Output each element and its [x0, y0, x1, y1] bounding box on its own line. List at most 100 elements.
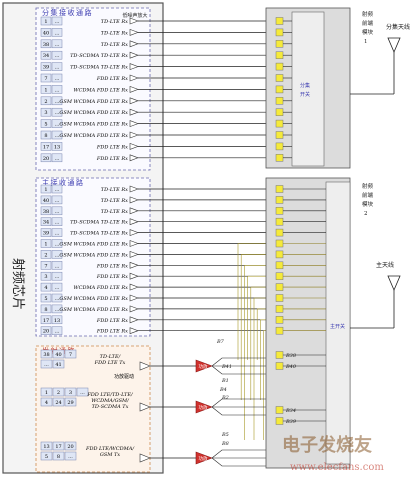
band-number: 4 [44, 285, 47, 291]
rx-row: 7...FDD LTE Rx [40, 261, 139, 270]
band-number: 40 [55, 352, 61, 358]
band-cell [40, 195, 52, 205]
band-number: 2 [44, 252, 47, 258]
lna-symbol [129, 74, 139, 82]
band-cell [52, 349, 65, 359]
rx-label: FDD LTE Rx [96, 318, 128, 324]
rx-label: GSM WCDMA FDD LTE Rx [59, 307, 128, 313]
band-number: 17 [43, 144, 49, 150]
pa-driver-symbol [139, 402, 151, 412]
svg-text:射频: 射频 [362, 182, 374, 190]
rx-row: 1...TD-LTE Rx [40, 16, 139, 26]
switch-port [275, 97, 284, 105]
rx-label: FDD LTE Rx [96, 144, 128, 150]
tx-fanout-wire [211, 449, 276, 459]
rx-row: 40...TD-LTE Rx [40, 195, 139, 205]
switch-port [275, 51, 284, 59]
band-number: ... [44, 362, 49, 368]
module-1-label: 射频 前端 模块 1 [362, 10, 374, 45]
tx-fanout-wire [211, 357, 276, 367]
band-cell [64, 397, 77, 407]
lna-symbol [129, 131, 139, 139]
band-number: 8 [57, 454, 60, 460]
tx-fanout-wire [211, 398, 276, 408]
band-cell [40, 62, 52, 71]
rx-row: 34...TD-SCDMA TD-LTE Rx [40, 217, 139, 226]
band-number: ... [55, 133, 60, 139]
band-number: ... [55, 209, 60, 215]
band-cell [51, 250, 63, 259]
band-number: 40 [43, 30, 49, 36]
tx-band-label: B7 [216, 339, 225, 345]
band-number: 3 [69, 390, 72, 396]
band-number: 4 [45, 400, 48, 406]
rx-row: 1...WCDMA FDD LTE Rx [40, 85, 139, 94]
band-number: 3 [44, 274, 47, 280]
tx-band-label: B41 [221, 364, 232, 370]
band-number: ... [55, 156, 60, 162]
lna-symbol [129, 120, 139, 128]
switch-port [275, 316, 284, 324]
filter-port [275, 362, 284, 370]
switch-port [275, 250, 284, 259]
switch-port [275, 207, 284, 215]
switch-port [275, 85, 284, 94]
band-cell [51, 282, 63, 292]
band-number: 7 [44, 263, 47, 269]
duplexer-filters [275, 351, 326, 425]
band-number: 38 [43, 42, 49, 48]
band-number: ... [55, 220, 60, 226]
band-number: ... [55, 42, 60, 48]
tx-label: FDD LTE/TD-LTE/ [86, 392, 134, 398]
band-cell [40, 441, 53, 451]
lna-symbol [129, 40, 139, 48]
diversity-rx-title: 分集接收通路 [42, 8, 93, 17]
rx-label: TD-SCDMA TD-LTE Rx [70, 65, 128, 71]
band-cell [51, 28, 63, 37]
band-cell [40, 50, 52, 60]
rx-label: TD-LTE Rx [101, 198, 128, 204]
band-number: ... [55, 329, 60, 335]
watermark-url: www.elecfans.com [290, 462, 384, 473]
band-number: 8 [44, 307, 47, 313]
lna-symbol [129, 196, 139, 204]
band-cell [51, 73, 63, 83]
lna-symbol [129, 294, 139, 302]
svg-text:2: 2 [364, 211, 368, 217]
rx-row: 5...GSM WCDMA FDD LTE Rx [40, 293, 139, 303]
lna-symbol [129, 207, 139, 215]
pa-label: 功放 [199, 363, 208, 370]
band-number: 5 [44, 296, 47, 302]
band-number: 20 [43, 156, 49, 162]
rx-label: GSM WCDMA FDD LTE Rx [59, 110, 128, 116]
band-cell [40, 282, 52, 292]
tx-band-label: B2 [221, 395, 229, 401]
rx-row: 40...TD-LTE Rx [40, 28, 139, 37]
band-cell [40, 73, 52, 83]
switch-port [275, 185, 284, 193]
band-cell [51, 271, 63, 281]
switch-port [275, 217, 284, 226]
band-number: 20 [43, 329, 49, 335]
band-cell [51, 50, 63, 60]
lna-symbol [129, 218, 139, 226]
band-number: 13 [43, 444, 49, 450]
band-cell [51, 153, 63, 163]
band-number: 2 [44, 99, 47, 105]
band-number: ... [55, 110, 60, 116]
band-number: ... [55, 65, 60, 71]
band-cell [51, 195, 63, 205]
svg-text:开关: 开关 [300, 91, 310, 98]
band-number: 8 [44, 133, 47, 139]
lna-symbol [129, 240, 139, 247]
band-number: 1 [45, 390, 48, 396]
diversity-antenna-label: 分集天线 [386, 23, 410, 31]
tx-band-label: B8 [221, 441, 229, 447]
rx-label: GSM WCDMA FDD LTE Rx [59, 99, 128, 105]
rx-label: FDD LTE Rx [96, 76, 128, 82]
diversity-switch-label: 分集 开关 [300, 82, 310, 98]
